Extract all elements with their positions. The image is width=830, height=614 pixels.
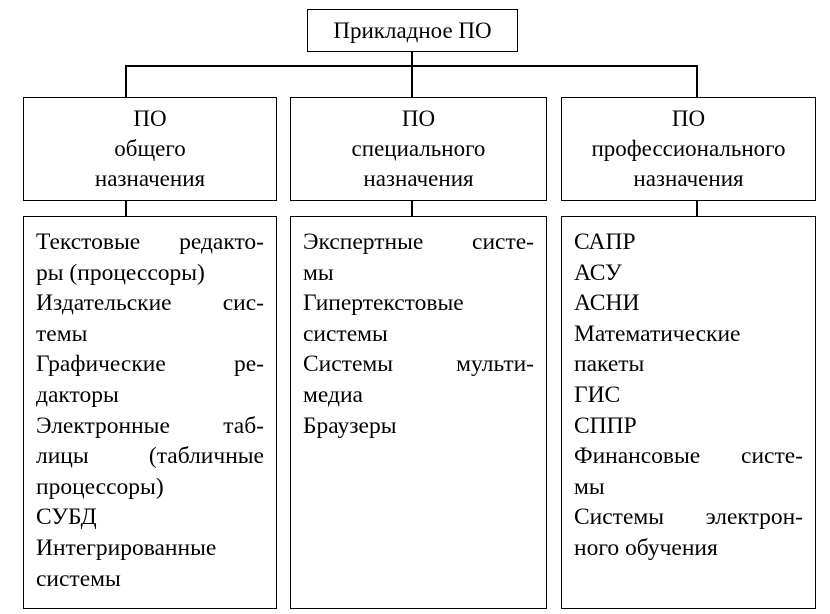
list-item-line: мы (574, 473, 605, 500)
root-connector (411, 52, 413, 66)
list-item-line: Текстовые редакто- (36, 229, 264, 255)
list-item-line: Гипертекстовые (303, 290, 464, 317)
list-item-line: Браузеры (303, 412, 397, 439)
category-line: назначения (363, 166, 474, 191)
list-item-line: дакторы (36, 381, 119, 408)
list-item-line: системы (303, 320, 388, 347)
list-item-line: Финансовые систе- (574, 443, 803, 470)
root-node: Прикладное ПО (307, 9, 518, 52)
list-item-line: Математические (574, 320, 741, 347)
category-line: профессионального (591, 136, 786, 161)
category-line: ПО (671, 106, 706, 131)
category-line: специального (351, 136, 486, 161)
list-item-line: СППР (574, 412, 637, 439)
list-item-line: темы (36, 320, 88, 347)
list-item-line: Системы электрон- (574, 504, 803, 531)
list-item-line: Интегрированные (36, 534, 217, 561)
list-item-line: мы (303, 259, 334, 286)
branch-connector-1 (125, 65, 127, 97)
category-special-purpose: ПО специального назначения (290, 97, 547, 201)
list-item-line: ного обучения (574, 534, 718, 561)
root-title: Прикладное ПО (333, 17, 492, 43)
list-item-line: Экспертные систе- (303, 229, 534, 255)
list-item-line: Графические ре- (36, 351, 264, 378)
category-line: ПО (133, 106, 167, 131)
list-item-line: медиа (303, 381, 363, 408)
list-item-line: АСНИ (574, 290, 640, 317)
list-item-line: Издательские сис- (36, 290, 264, 317)
category-line: общего (114, 136, 186, 161)
list-connector-3 (696, 201, 698, 216)
list-connector-1 (125, 201, 127, 216)
list-item-line: ры (процессоры) (36, 259, 205, 286)
category-line: назначения (94, 166, 206, 191)
general-purpose-list: Текстовые редакто-ры (процессоры) Издател… (23, 216, 277, 609)
list-item-line: системы (36, 565, 121, 592)
category-line: назначения (633, 166, 744, 191)
list-item-line: пакеты (574, 351, 645, 378)
list-item-line: Системы мульти- (303, 351, 534, 378)
category-professional-purpose: ПО профессионального назначения (561, 97, 816, 201)
list-item-line: СУБД (36, 504, 97, 531)
list-item-line: Электронные таб- (36, 412, 264, 439)
category-line: ПО (401, 106, 436, 131)
branch-connector-3 (696, 65, 698, 97)
list-item-line: процессоры) (36, 473, 164, 500)
list-item-line: лицы (табличные (36, 443, 264, 470)
list-connector-2 (411, 201, 413, 216)
list-item-line: ГИС (574, 381, 621, 408)
branch-connector-2 (411, 65, 413, 97)
category-general-purpose: ПО общего назначения (23, 97, 277, 201)
list-item-line: АСУ (574, 259, 622, 286)
list-item-line: САПР (574, 229, 636, 255)
